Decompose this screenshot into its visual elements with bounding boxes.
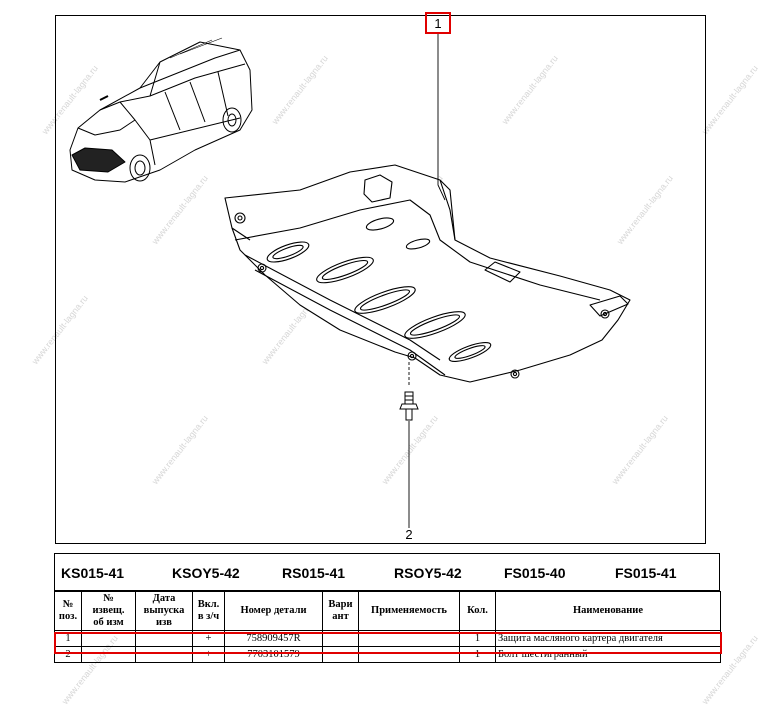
model-code: KSOY5-42 <box>172 565 240 581</box>
cell-usage <box>358 646 460 663</box>
model-code: RS015-41 <box>282 565 346 581</box>
table-row[interactable]: 2 + 7703101579 1 Болт шестигранный <box>54 646 721 663</box>
cell-qty: 1 <box>459 646 496 663</box>
column-header-included: Вкл.в з/ч <box>192 591 225 631</box>
cell-notice <box>81 630 136 647</box>
callout-1[interactable]: 1 <box>425 12 451 34</box>
cell-date <box>135 646 193 663</box>
column-header-usage: Применяемость <box>358 591 460 631</box>
leader-lines <box>408 34 446 528</box>
column-header-qty: Кол. <box>459 591 496 631</box>
parts-diagram <box>69 34 631 528</box>
cell-variant <box>322 646 359 663</box>
parts-table: KS015-41 KSOY5-42 RS015-41 RSOY5-42 FS01… <box>54 553 721 663</box>
skid-plate-illustration <box>224 164 631 383</box>
cell-pos: 2 <box>54 646 82 663</box>
cell-variant <box>322 630 359 647</box>
cell-included: + <box>192 646 225 663</box>
diagram-frame <box>55 15 706 544</box>
cell-pos: 1 <box>54 630 82 647</box>
cell-notice <box>81 646 136 663</box>
model-code: KS015-41 <box>61 565 125 581</box>
vehicle-illustration <box>69 37 253 183</box>
column-header-name: Наименование <box>495 591 721 631</box>
cell-part-number[interactable]: 758909457R <box>224 630 323 647</box>
cell-usage <box>358 630 460 647</box>
cell-name: Болт шестигранный <box>495 646 721 663</box>
cell-part-number[interactable]: 7703101579 <box>224 646 323 663</box>
model-code: RSOY5-42 <box>394 565 462 581</box>
column-header-part-number: Номер детали <box>224 591 323 631</box>
model-code: FS015-40 <box>504 565 566 581</box>
bolt-illustration <box>399 391 419 421</box>
cell-qty: 1 <box>459 630 496 647</box>
model-code: FS015-41 <box>615 565 677 581</box>
cell-date <box>135 630 193 647</box>
table-row[interactable]: 1 + 758909457R 1 Защита масляного картер… <box>54 630 721 647</box>
model-codes-row: KS015-41 KSOY5-42 RS015-41 RSOY5-42 FS01… <box>54 553 720 591</box>
callout-2[interactable]: 2 <box>405 527 413 542</box>
cell-included: + <box>192 630 225 647</box>
cell-name: Защита масляного картера двигателя <box>495 630 721 647</box>
